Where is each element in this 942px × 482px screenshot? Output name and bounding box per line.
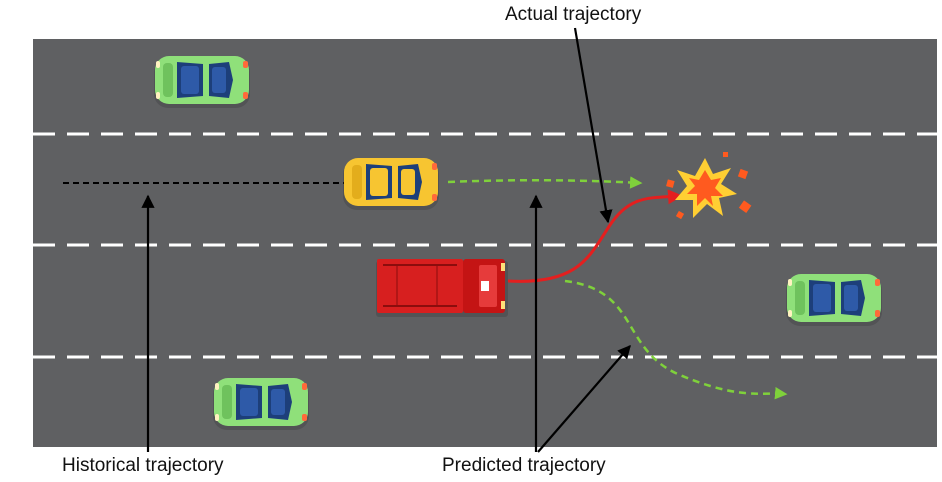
- predicted-trajectory-yellow-path: [447, 176, 643, 189]
- actual-pointer-arrow: [573, 27, 613, 224]
- predicted-pointer-arrow-diagonal: [537, 345, 631, 453]
- actual-trajectory-label: Actual trajectory: [505, 4, 642, 25]
- green-car-icon: [213, 378, 309, 430]
- yellow-car-icon: [343, 158, 439, 210]
- predicted-trajectory-label: Predicted trajectory: [442, 455, 606, 476]
- green-car-icon: [786, 274, 882, 326]
- historical-trajectory-label: Historical trajectory: [62, 455, 224, 476]
- green-car-icon: [154, 56, 250, 108]
- fire-truck-icon: [376, 259, 508, 317]
- predicted-trajectory-truck-path: [564, 279, 788, 400]
- actual-trajectory-path: [507, 189, 683, 283]
- collision-explosion-icon: [666, 152, 752, 220]
